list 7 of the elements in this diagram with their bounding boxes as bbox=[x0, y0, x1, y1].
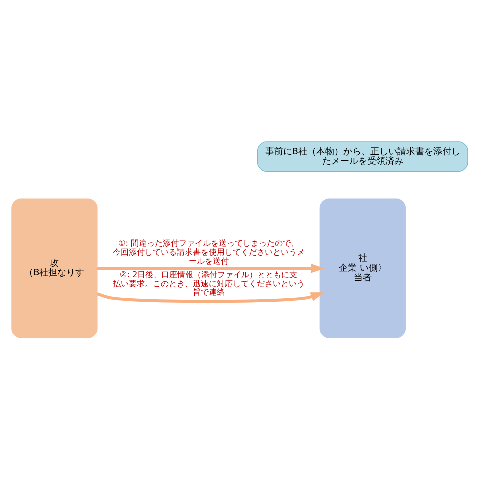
edge-label: ②: 2日後、口座情報（添付ファイル）とともに支払い要求。このとき、迅速に対応してくださいという旨で連絡 bbox=[112, 269, 305, 298]
node-box: 社 企業 い側〉 当者 bbox=[320, 198, 406, 338]
arrow bbox=[96, 292, 324, 304]
node-box: 攻 （B社担なりす bbox=[12, 198, 98, 338]
arrow bbox=[98, 264, 325, 274]
node-box: 事前にB社（本物）から、正しい請求書を添付したメールを受領済み bbox=[257, 142, 468, 172]
edge-label: ①: 間違った添付ファイルを送ってしまったので、今回添付している請求書を使用してくださいというメールを送付 bbox=[112, 238, 305, 266]
